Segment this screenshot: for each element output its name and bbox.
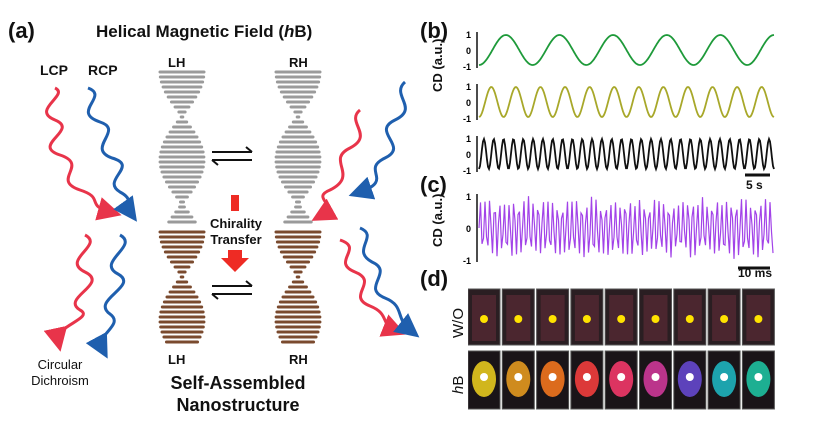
panel-c-label: (c) [420,172,447,197]
rh-bottom-label: RH [289,352,308,367]
tick-label: -1 [463,62,471,72]
vial-core [720,373,729,381]
vial-core [514,373,523,381]
vial-dot [720,315,729,323]
helix-rh-top [274,70,322,224]
panel-c-plot: 1 0 -1 [463,192,774,270]
self-assembled-label: Self-Assembled Nanostructure [140,372,336,416]
helix-lh-bottom [158,230,206,344]
tick-label: 1 [466,82,471,92]
rcp-wave-right [348,80,407,200]
sa-line2: Nanostructure [176,395,300,415]
row2-label-b: B [450,375,467,386]
tick-label: -1 [463,256,471,266]
tick-label: 0 [466,224,471,234]
panel-c-ylabel: CD (a.u.) [430,193,445,247]
helix-rh-bottom [274,230,322,344]
vial-dot [548,315,557,323]
tick-label: 1 [466,192,471,202]
vial-core [548,373,557,381]
vial-core [582,373,591,381]
helix-lh-top [158,70,206,224]
cd-trace-3 [478,136,775,172]
lcp-wave-right-out [339,238,407,337]
lcp-wave-right [311,108,362,221]
panel-b-ylabel: CD (a.u.) [430,38,445,92]
panel-a-label: (a) [8,18,35,43]
row2-label-h: h [450,385,467,394]
vial-dot [617,315,626,323]
panel-d-label: (d) [420,266,449,291]
panel-d-photos [468,288,775,410]
transfer-bar [231,195,239,211]
transfer-word: Transfer [210,232,262,247]
rcp-label: RCP [88,62,118,78]
rcp-wave-right-out [359,226,420,338]
tick-label: -1 [463,166,471,176]
lcp-label: LCP [40,62,68,78]
helix-group [158,70,322,344]
vial-core [685,373,694,381]
vial-dot [480,315,488,323]
rh-top-label: RH [289,55,308,70]
title-main: Helical Magnetic Field ( [96,22,284,41]
cd-line2: Dichroism [31,373,89,388]
vial-dot [582,315,591,323]
cd-trace-2 [478,85,775,119]
vial-dot [754,315,763,323]
tick-label: 0 [466,150,471,160]
cd-trace-fast [478,196,774,259]
chirality-transfer-label: Chirality Transfer [203,216,269,248]
chirality-word: Chirality [209,216,262,231]
lh-bottom-label: LH [168,352,186,367]
exchange-arrows-top [211,146,253,166]
panel-b-plot: 1 0 -1 1 0 -1 1 0 -1 [463,30,775,177]
tick-label: 0 [466,46,471,56]
rcp-wave-left-out [85,233,127,359]
lcp-wave-left [45,86,122,221]
panel-a-illustration [43,70,420,359]
tick-label: 1 [466,30,471,40]
exchange-arrows-bottom [211,280,253,300]
title-end: B) [294,22,313,41]
rcp-wave-left [86,86,137,222]
panel-c-scale-label: 10 ms [738,266,773,280]
sa-line1: Self-Assembled [170,373,306,393]
circular-dichroism-label: Circular Dichroism [15,357,105,389]
title-h: h [284,22,295,41]
transfer-arrow [221,250,249,272]
tick-label: 1 [466,134,471,144]
cd-line1: Circular [37,357,83,372]
panel-b-label: (b) [420,18,449,43]
row2-label: hB [450,376,467,394]
vial-dot [651,315,660,323]
row1-label: W/O [450,308,467,338]
tick-label: 0 [466,98,471,108]
lh-top-label: LH [168,55,186,70]
panel-a-title: Helical Magnetic Field (hB) [96,22,312,42]
cd-trace-1 [478,34,775,66]
tick-label: -1 [463,114,471,124]
vial-dot [514,315,523,323]
vial-core [480,373,488,381]
vial-core [754,373,763,381]
lcp-wave-left-out [43,233,94,352]
vial-core [651,373,660,381]
panel-b-scale-label: 5 s [746,178,763,192]
vial-dot [685,315,694,323]
vial-core [617,373,626,381]
